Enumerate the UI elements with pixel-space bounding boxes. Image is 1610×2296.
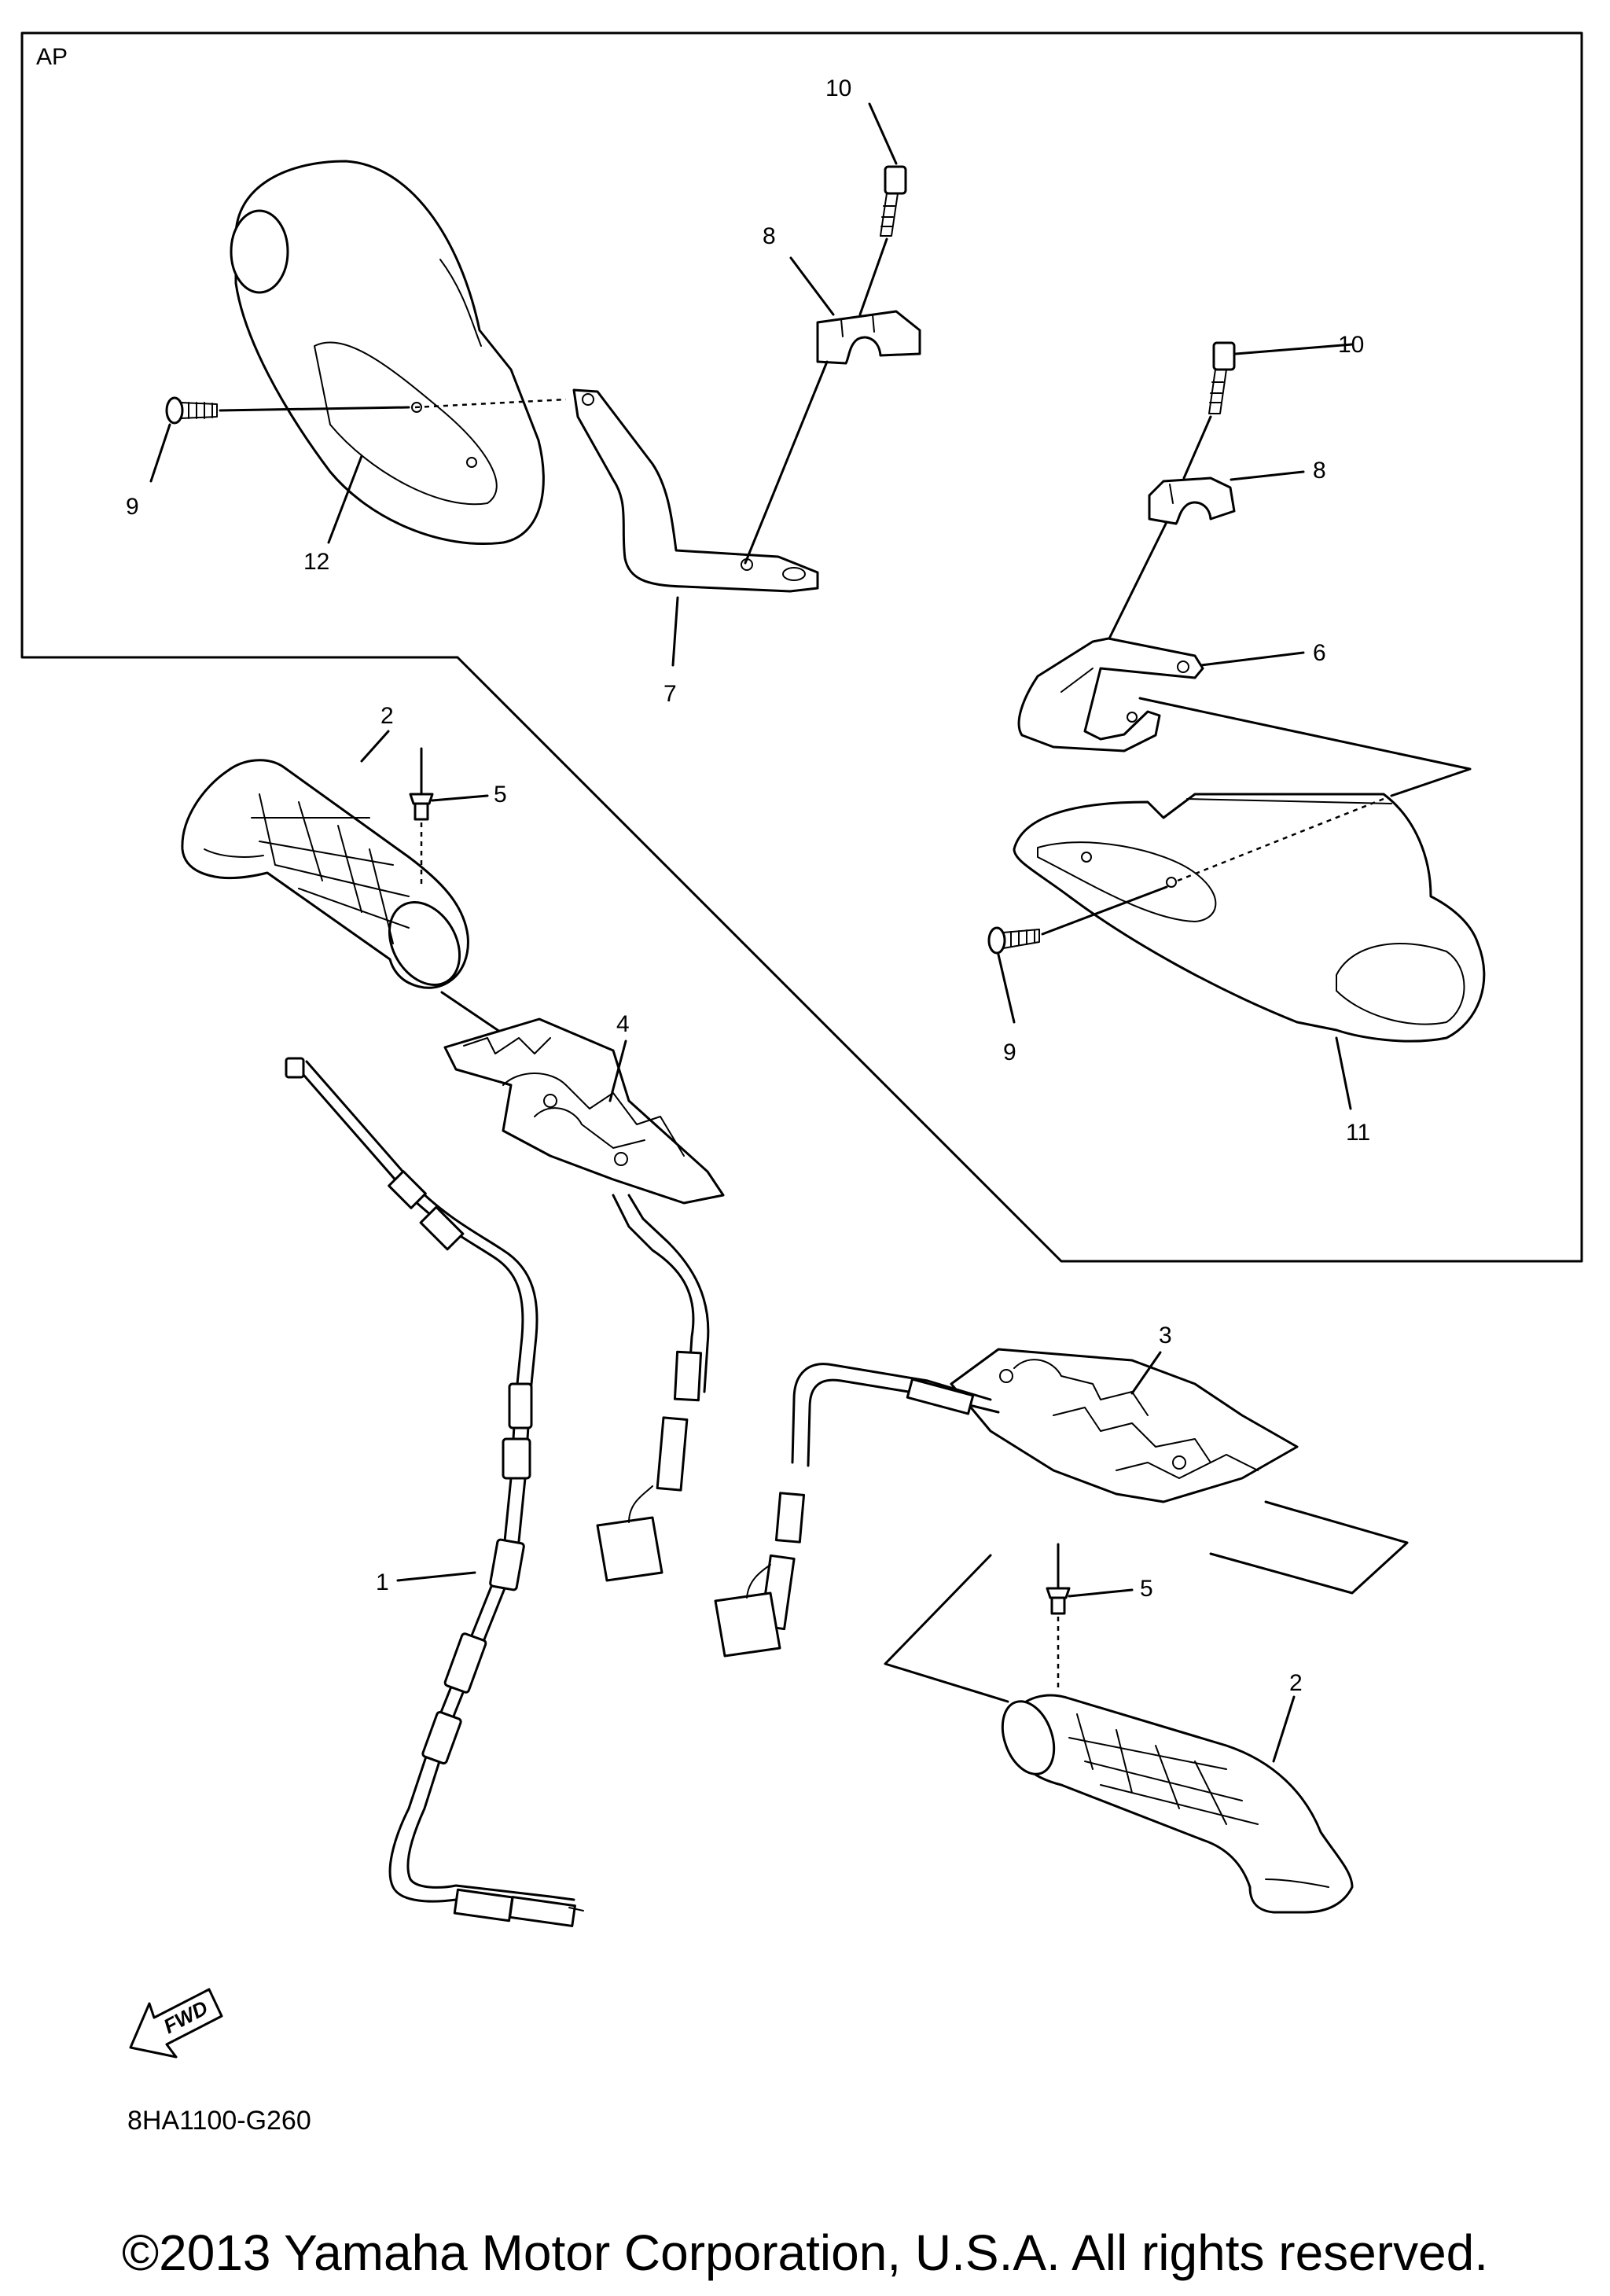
hand-guard-left <box>230 160 545 546</box>
clamp-8-upper <box>816 310 921 365</box>
callout-5-lower: 5 <box>1140 1576 1153 1602</box>
grip-upper <box>181 759 469 989</box>
throttle-cable <box>285 1057 584 1927</box>
bolt-10-upper <box>880 165 907 237</box>
grip-heater-right <box>950 1348 1299 1503</box>
screw-9-lower <box>987 926 1040 955</box>
clamp-8-lower-to-bracket-guide <box>1108 521 1168 638</box>
grip-lower <box>1001 1694 1354 1914</box>
screw-9-lower-guide <box>1041 885 1168 936</box>
accessory-group-label: AP <box>36 44 68 70</box>
bracket-left <box>572 388 819 593</box>
bracket-right <box>1017 637 1204 752</box>
hand-guard-right <box>1013 793 1486 1043</box>
forward-direction-arrow-icon: FWD <box>129 1988 223 2059</box>
bracket-6-to-guard-guide <box>1138 697 1472 797</box>
grip-heater-left <box>443 1017 725 1205</box>
bolt-10-upper-guide <box>858 237 888 316</box>
grip-to-heater-guide-upper <box>440 991 502 1033</box>
heater-right-wire <box>714 1363 1000 1658</box>
callout-4: 4 <box>616 1011 630 1037</box>
callout-12: 12 <box>303 549 329 575</box>
pin-5-upper <box>409 747 434 821</box>
grip-2-lower-outline-guide <box>884 1554 1009 1703</box>
callout-leaders <box>149 102 1354 1763</box>
callout-10-upper: 10 <box>825 75 851 101</box>
bolt-10-lower <box>1208 341 1236 414</box>
clamp-8-upper-to-bracket-guide <box>744 360 829 565</box>
screw-9-upper <box>165 396 218 425</box>
callout-2-upper: 2 <box>380 703 394 729</box>
clamp-8-lower <box>1148 476 1236 525</box>
copyright-notice: ©2013 Yamaha Motor Corporation, U.S.A. A… <box>121 2224 1489 2281</box>
diagram-part-code: 8HA1100-G260 <box>127 2106 311 2136</box>
callout-3: 3 <box>1159 1323 1172 1349</box>
accessory-group-frame <box>20 31 1583 1263</box>
callout-2-lower: 2 <box>1289 1670 1303 1696</box>
callout-7: 7 <box>663 681 677 707</box>
screw-9-upper-guide <box>219 406 410 412</box>
heater-3-to-grip-guide <box>1209 1500 1409 1595</box>
callout-1: 1 <box>376 1569 389 1595</box>
callout-10-lower: 10 <box>1338 332 1364 358</box>
callout-9-upper: 9 <box>126 494 139 520</box>
callout-5-upper: 5 <box>494 782 507 808</box>
callout-9-lower: 9 <box>1003 1039 1016 1065</box>
callout-11: 11 <box>1346 1120 1370 1146</box>
heater-left-wire <box>596 1194 710 1582</box>
callout-8-lower: 8 <box>1313 458 1326 484</box>
guard-to-bracket-guide <box>414 398 567 409</box>
callout-6: 6 <box>1313 640 1326 666</box>
callout-8-upper: 8 <box>763 223 776 249</box>
bolt-10-lower-guide <box>1182 415 1212 480</box>
pin-5-lower <box>1046 1543 1071 1615</box>
